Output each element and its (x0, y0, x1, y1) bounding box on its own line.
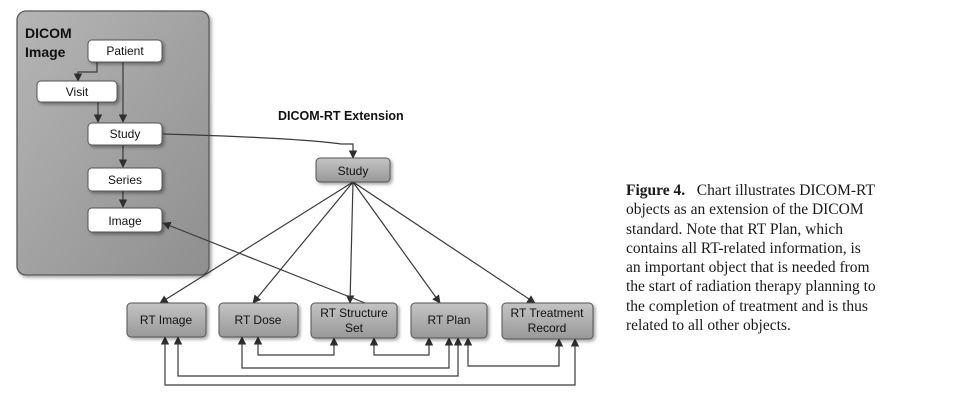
node-rt-plan: RT Plan (410, 302, 488, 339)
node-series-label: Series (108, 173, 142, 187)
node-study-dicom-label: Study (110, 127, 141, 141)
node-rt-structure-set-label-line2: Set (345, 321, 364, 335)
node-series: Series (87, 167, 163, 192)
node-rt-treatment-record-label-line2: Record (528, 321, 567, 335)
figure-caption: Figure 4. Chart illustrates DICOM-RT obj… (626, 181, 876, 335)
node-rt-dose: RT Dose (218, 302, 299, 338)
node-rt-study-label: Study (338, 164, 369, 178)
node-patient: Patient (87, 39, 163, 63)
node-rt-study: Study (315, 157, 391, 183)
node-patient-label: Patient (106, 44, 144, 58)
node-study-dicom: Study (87, 122, 163, 146)
node-visit: Visit (36, 80, 118, 103)
extension-edges (159, 133, 580, 386)
node-rt-treatment-record: RT Treatment Record (501, 302, 594, 340)
extension-title: DICOM-RT Extension (278, 109, 404, 123)
node-visit-label: Visit (66, 85, 89, 99)
dicom-title-line1: DICOM (25, 25, 72, 41)
node-image: Image (87, 207, 163, 233)
node-image-label: Image (108, 214, 142, 228)
dicom-title-line2: Image (25, 44, 66, 60)
node-rt-structure-set: RT Structure Set (310, 302, 398, 339)
node-rt-structure-set-label-line1: RT Structure (320, 306, 388, 320)
figure-caption-text: Chart illustrates DICOM-RT objects as an… (626, 182, 876, 335)
node-rt-plan-label: RT Plan (428, 313, 471, 327)
figure-caption-label: Figure 4. (626, 182, 686, 199)
node-rt-treatment-record-label-line1: RT Treatment (511, 306, 585, 320)
node-rt-image-label: RT Image (140, 313, 193, 327)
node-rt-dose-label: RT Dose (235, 313, 282, 327)
dicom-edges (73, 62, 128, 208)
node-rt-image: RT Image (126, 302, 207, 338)
